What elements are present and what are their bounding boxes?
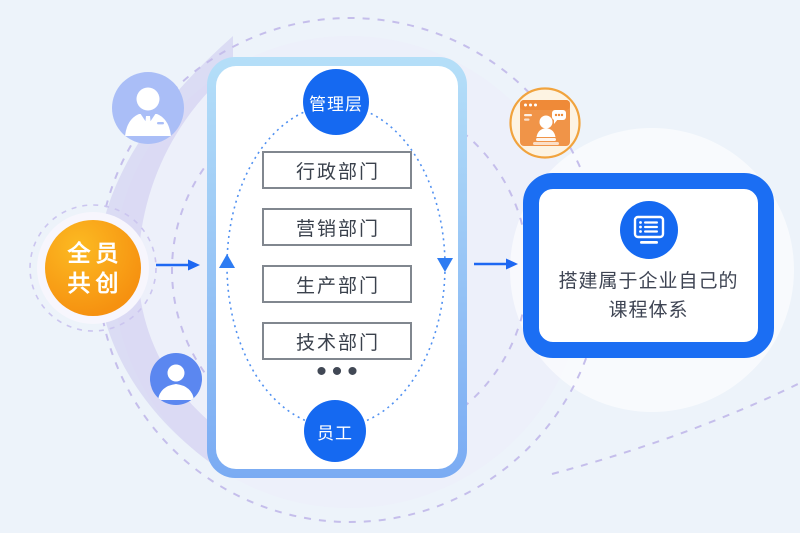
dept-label: 营销部门 <box>295 218 380 240</box>
management-node: 管理层 <box>303 69 369 135</box>
dept-label: 技术部门 <box>295 332 380 354</box>
cycle-up-triangle-icon <box>219 254 235 268</box>
cycle-down-triangle-icon <box>437 258 453 272</box>
person-icon <box>150 353 202 405</box>
dept-box-admin: 行政部门 <box>262 151 412 189</box>
dept-label: 生产部门 <box>295 275 380 297</box>
all-staff-line1: 全员 <box>67 240 124 266</box>
all-staff-line2: 共创 <box>67 270 124 296</box>
course-list-monitor-icon <box>619 201 678 259</box>
dashed-circle-orange-node <box>29 204 157 332</box>
dept-label: 行政部门 <box>295 161 380 183</box>
cycle-ellipse <box>219 104 453 428</box>
presentation-window-icon <box>509 87 581 159</box>
all-staff-node: 全员 共创 <box>45 220 141 316</box>
arrow-left-icon <box>156 259 200 271</box>
employee-label: 员工 <box>317 423 353 443</box>
lavender-beam <box>97 36 233 466</box>
card-title-line2: 课程体系 <box>608 300 689 321</box>
dept-box-marketing: 营销部门 <box>262 208 412 246</box>
all-staff-node-ring: 全员 共创 <box>37 212 149 324</box>
more-departments-ellipsis: ••• <box>316 355 363 388</box>
course-system-card: 搭建属于企业自己的 课程体系 <box>523 173 774 358</box>
employee-node: 员工 <box>304 400 366 462</box>
dept-box-technology: 技术部门 <box>262 322 412 360</box>
businessman-icon <box>112 72 184 144</box>
dept-box-production: 生产部门 <box>262 265 412 303</box>
card-title-line1: 搭建属于企业自己的 <box>558 271 739 292</box>
management-label: 管理层 <box>309 94 363 114</box>
arrow-right-icon <box>474 258 518 270</box>
